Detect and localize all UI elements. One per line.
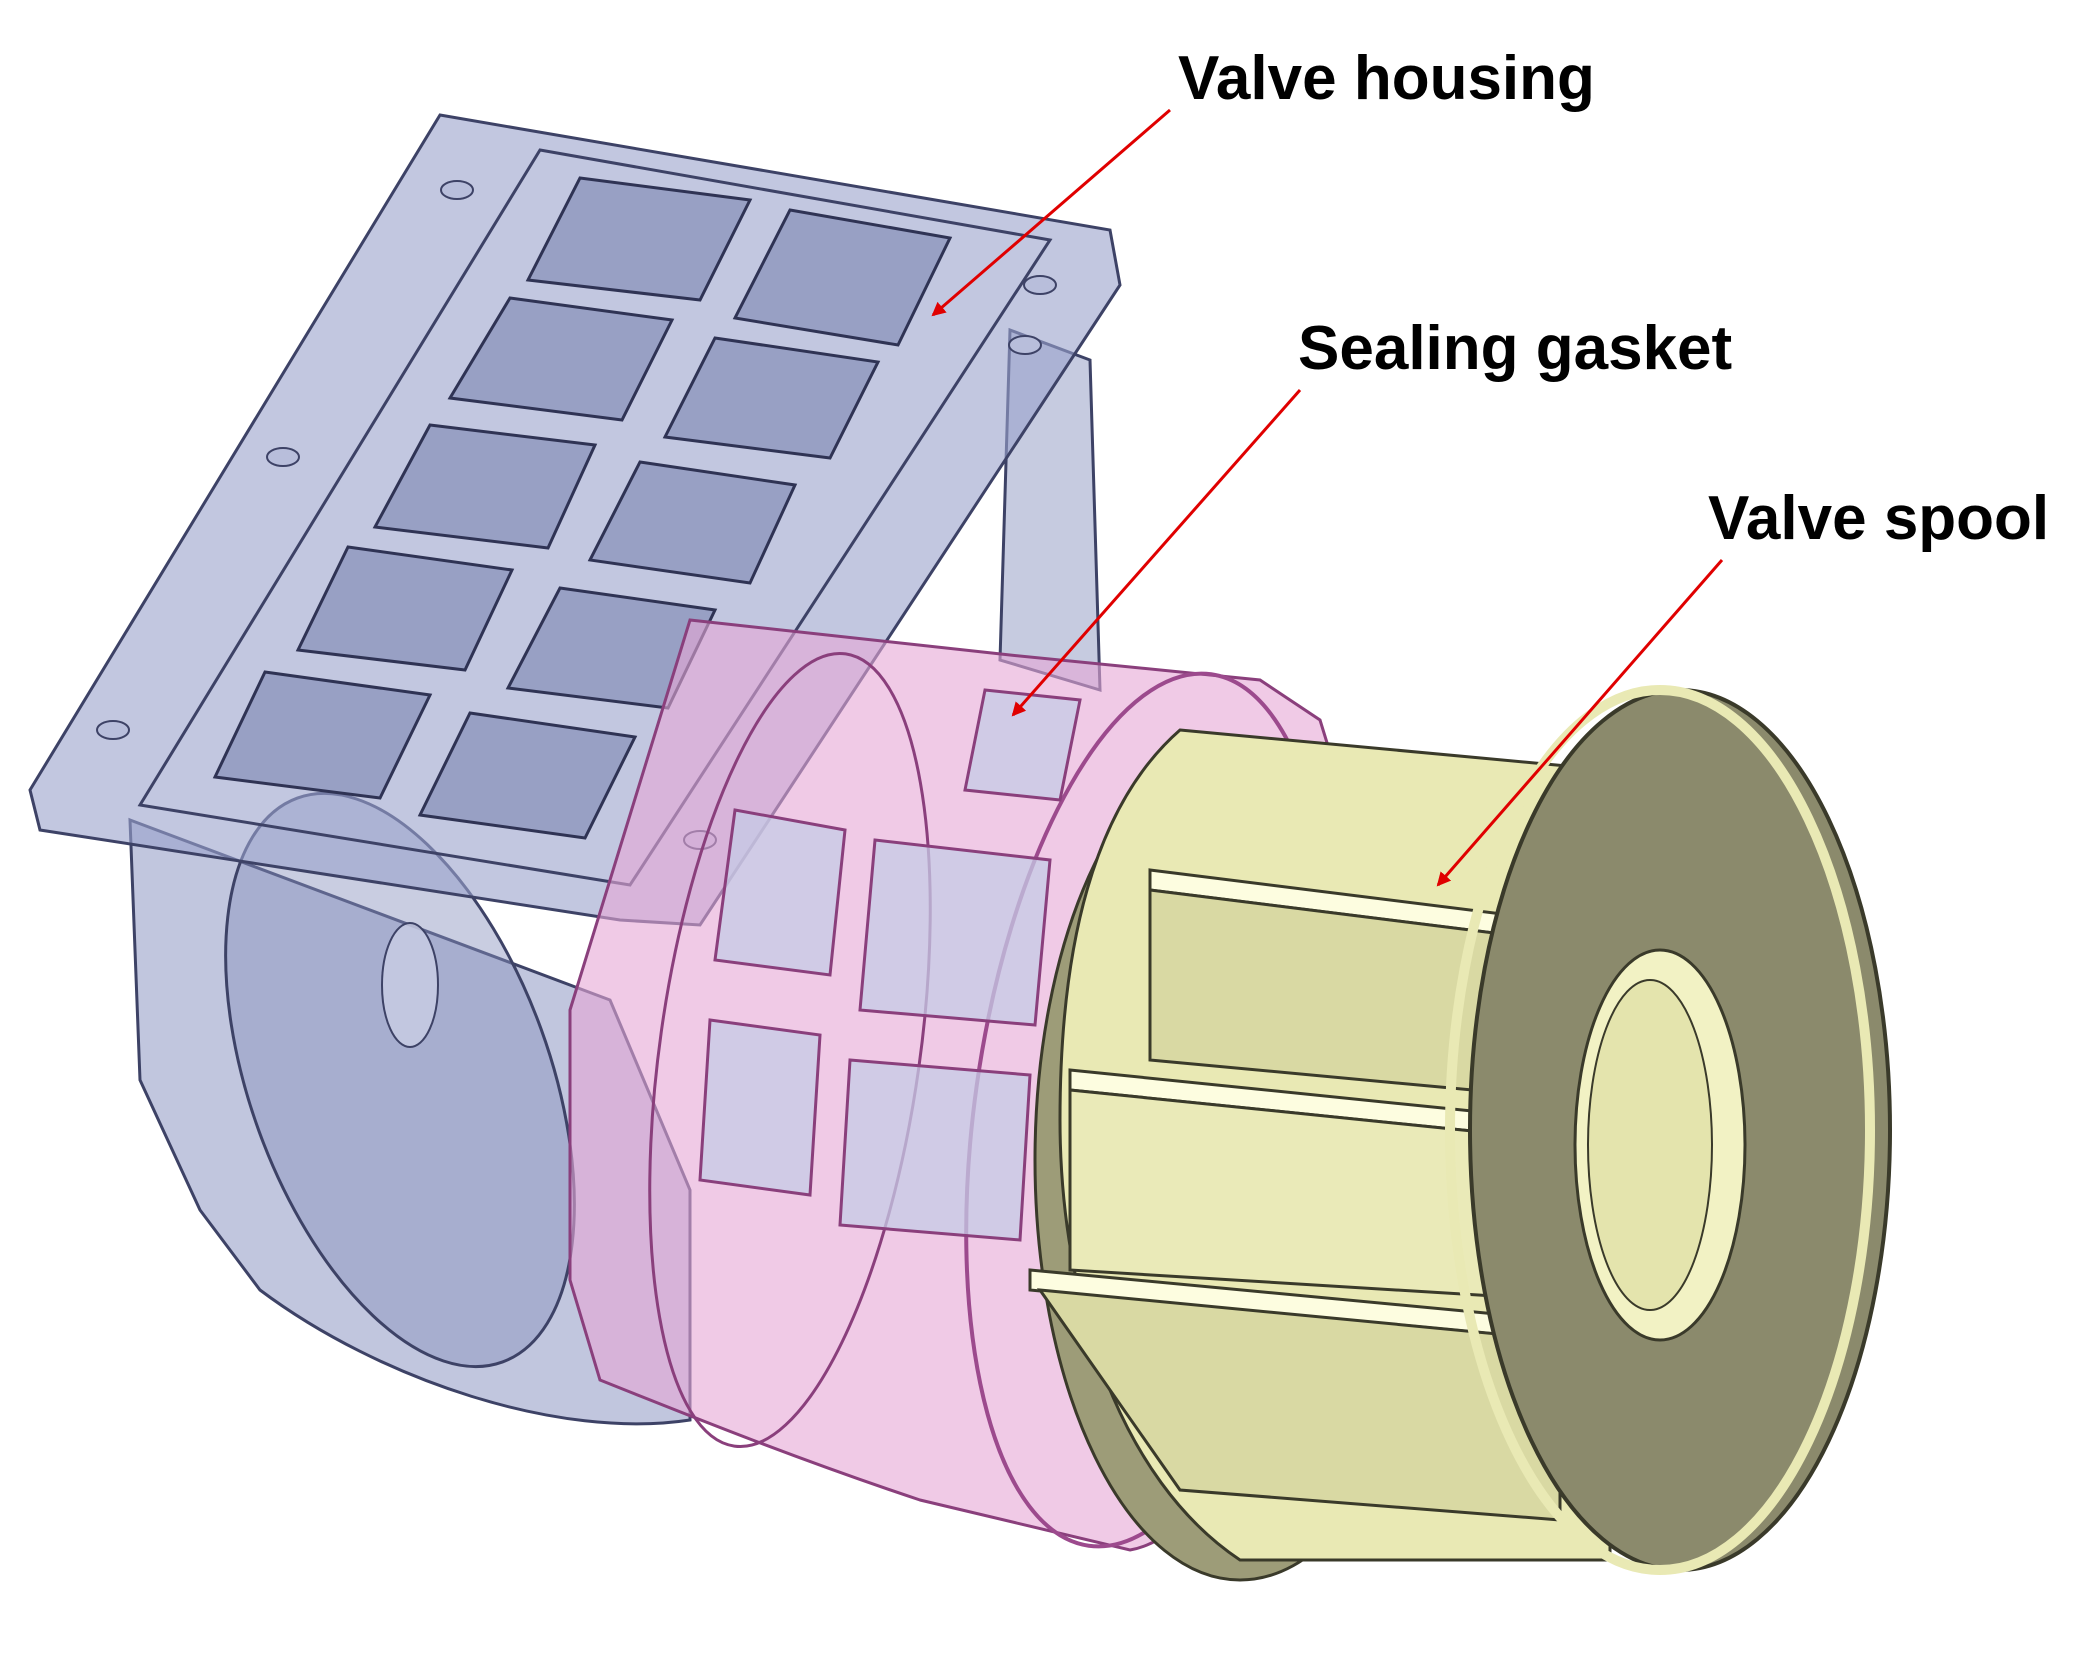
housing-center-hole bbox=[381, 922, 439, 1048]
gasket-arrow bbox=[1011, 389, 1302, 717]
sealing-gasket-label: Sealing gasket bbox=[1298, 314, 1733, 383]
housing-arrow bbox=[931, 108, 1171, 317]
valve-housing-label: Valve housing bbox=[1178, 44, 1595, 113]
housing-body bbox=[128, 817, 692, 1426]
valve-spool-label: Valve spool bbox=[1708, 484, 2050, 553]
gasket-windows bbox=[698, 688, 1082, 1242]
housing-ports bbox=[212, 176, 953, 840]
spool-bore-inner bbox=[1587, 979, 1713, 1311]
valve-spool bbox=[1028, 685, 1892, 1582]
callout-arrows bbox=[931, 108, 1724, 887]
spool-front-disc-edge bbox=[1445, 685, 1875, 1575]
spool-arrow bbox=[1436, 559, 1724, 887]
